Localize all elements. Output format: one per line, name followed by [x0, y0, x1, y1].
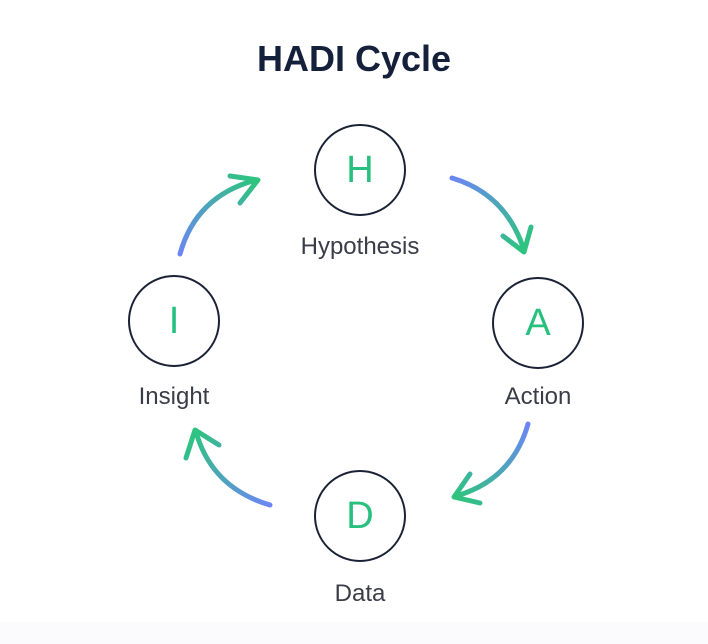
- insight-letter: I: [168, 300, 180, 342]
- insight-label: Insight: [138, 383, 210, 410]
- bottom-band: [0, 622, 708, 644]
- insight-circle: I: [128, 275, 220, 367]
- arrow-data-to-insight: [183, 427, 273, 508]
- arrow-insight-to-hypothesis: [177, 173, 261, 257]
- hypothesis-label: Hypothesis: [300, 233, 420, 260]
- action-letter: A: [525, 302, 551, 344]
- hypothesis-letter: H: [346, 149, 374, 191]
- data-circle: D: [314, 470, 406, 562]
- data-letter: D: [346, 495, 374, 537]
- arrow-action-to-data: [451, 421, 531, 506]
- action-label: Action: [504, 383, 572, 410]
- action-circle: A: [492, 277, 584, 369]
- diagram-title: HADI Cycle: [256, 38, 452, 79]
- arrow-hypothesis-to-action: [449, 175, 534, 255]
- data-label: Data: [334, 580, 386, 607]
- hypothesis-circle: H: [314, 124, 406, 216]
